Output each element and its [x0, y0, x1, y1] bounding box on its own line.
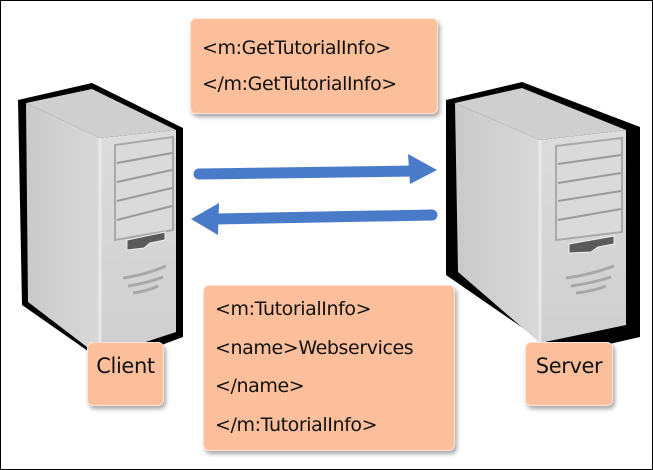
server-server-tower-icon — [446, 82, 640, 355]
response-arrow — [191, 203, 438, 235]
response-line: <m:TutorialInfo> — [215, 298, 372, 320]
request-arrow — [193, 154, 437, 184]
request-message-note: <m:GetTutorialInfo> </m:GetTutorialInfo> — [190, 18, 438, 114]
response-line: </name> — [215, 375, 305, 397]
client-server-tower-icon — [18, 83, 183, 365]
server-label-text: Server — [535, 354, 603, 378]
response-line: <name>Webservices — [215, 336, 414, 359]
response-line: </m:TutorialInfo> — [215, 413, 378, 436]
request-line: <m:GetTutorialInfo> — [202, 37, 391, 59]
client-label: Client — [87, 342, 164, 406]
request-line: </m:GetTutorialInfo> — [202, 73, 397, 95]
server-label: Server — [525, 342, 613, 406]
client-label-text: Client — [96, 354, 155, 378]
response-message-note: <m:TutorialInfo> <name>Webservices </nam… — [203, 285, 455, 451]
